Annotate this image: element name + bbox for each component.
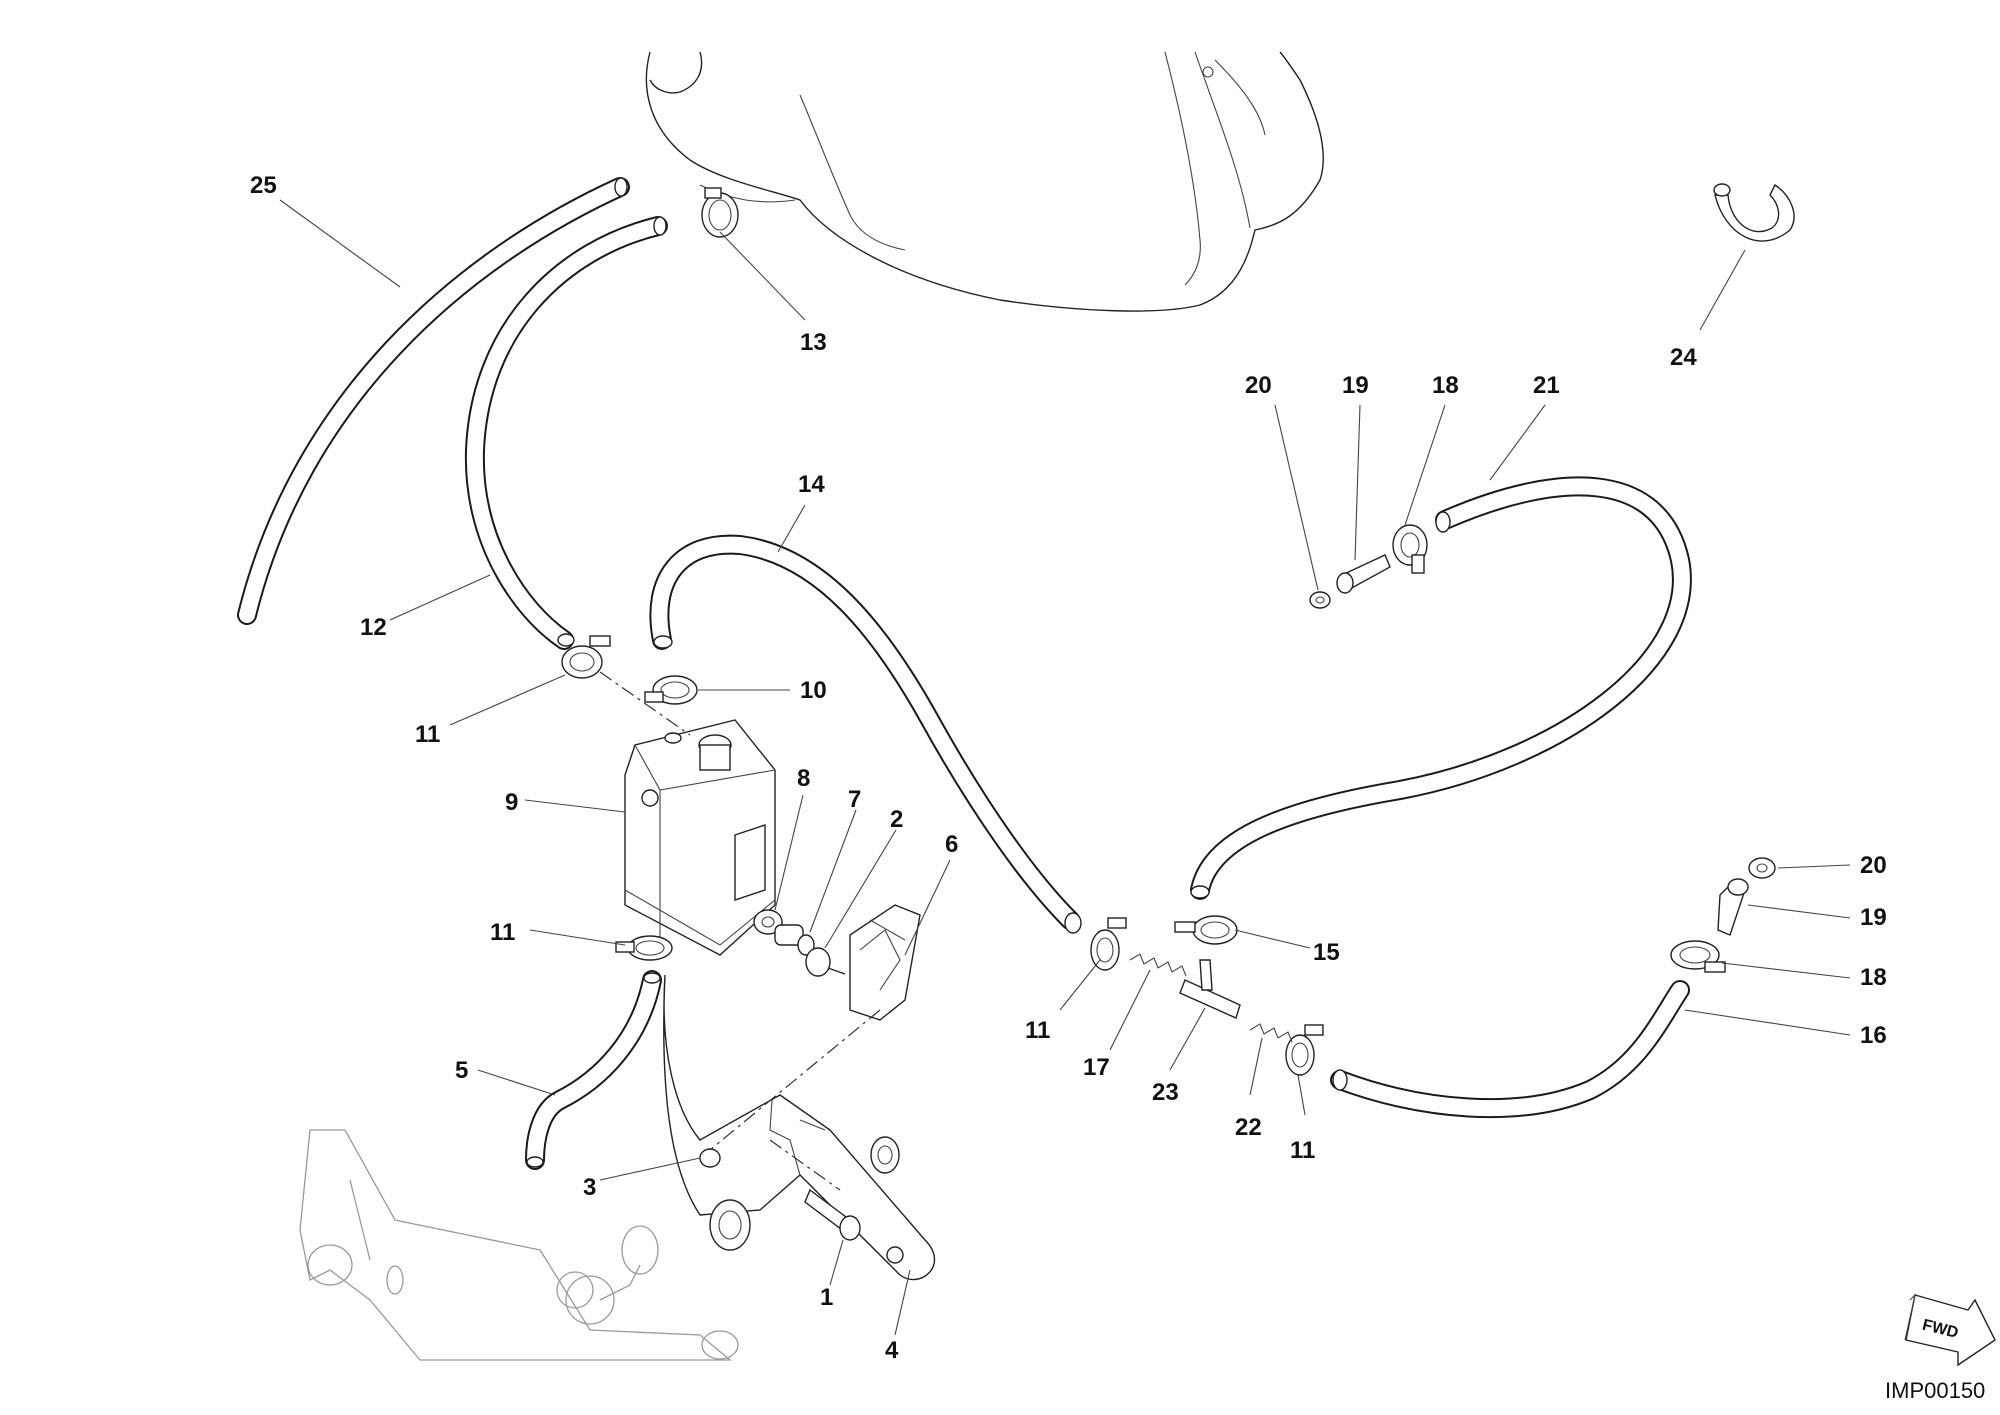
callout-11-a: 11 — [415, 721, 440, 748]
leader-lines — [279, 199, 1851, 1336]
washer-20-top — [1309, 591, 1331, 609]
union-19-top — [1336, 554, 1391, 594]
clamp-15 — [1174, 915, 1238, 945]
assembly-lines — [599, 671, 881, 1191]
hose-25 — [237, 177, 630, 625]
rearset-frame — [299, 1129, 739, 1361]
callout-19-top: 19 — [1342, 372, 1369, 399]
callout-8: 8 — [797, 765, 810, 792]
callout-18-bottom: 18 — [1860, 964, 1887, 991]
spacer-bushing — [709, 1136, 900, 1251]
callout-12: 12 — [360, 614, 387, 641]
fwd-arrow-icon: FWD — [1904, 1293, 1996, 1367]
callout-15: 15 — [1313, 939, 1340, 966]
clamp-10 — [644, 675, 698, 705]
union-19-bottom — [1717, 878, 1749, 936]
callout-21: 21 — [1533, 372, 1560, 399]
clamp-11-mid — [615, 935, 673, 961]
callout-9: 9 — [505, 789, 518, 816]
canister-9 — [624, 719, 776, 956]
fuel-tank-outline — [645, 51, 1324, 312]
bracket-6 — [849, 904, 921, 1021]
callout-11-d: 11 — [1290, 1137, 1315, 1164]
hose-12 — [464, 216, 668, 650]
callout-7: 7 — [848, 786, 861, 813]
clip-24 — [1713, 183, 1795, 242]
hose-21 — [1190, 476, 1692, 900]
callout-20-top: 20 — [1245, 372, 1272, 399]
drawing-code: IMP00150 — [1885, 1378, 1985, 1403]
callout-22: 22 — [1235, 1114, 1262, 1141]
hose-5 — [525, 970, 662, 1170]
callout-labels: 25 13 24 20 19 18 21 14 12 10 11 9 8 7 2… — [250, 172, 1887, 1364]
callout-20-bottom: 20 — [1860, 852, 1887, 879]
callout-13: 13 — [800, 329, 827, 356]
spring-17 — [1129, 953, 1187, 977]
callout-17: 17 — [1083, 1054, 1110, 1081]
callout-3: 3 — [583, 1174, 596, 1201]
grommet-2 — [805, 947, 846, 977]
bracket-4 — [663, 974, 936, 1281]
callout-11-b: 11 — [490, 919, 515, 946]
callout-6: 6 — [945, 831, 958, 858]
callout-2: 2 — [890, 806, 903, 833]
callout-24: 24 — [1670, 344, 1697, 371]
tee-fitting-23 — [1179, 959, 1241, 1019]
clamp-11-right — [1090, 917, 1127, 971]
callout-23: 23 — [1152, 1079, 1179, 1106]
callout-18-top: 18 — [1432, 372, 1459, 399]
clamp-11-bottom — [1285, 1024, 1324, 1076]
callout-10: 10 — [800, 677, 827, 704]
callout-4: 4 — [885, 1337, 899, 1364]
clamp-11-top — [561, 635, 611, 679]
nut-3 — [699, 1148, 721, 1168]
callout-5: 5 — [455, 1057, 468, 1084]
callout-14: 14 — [798, 471, 825, 498]
callout-16: 16 — [1860, 1022, 1887, 1049]
bolt-1 — [804, 1188, 861, 1241]
callout-11-c: 11 — [1025, 1017, 1050, 1044]
washer-20-bottom — [1748, 857, 1776, 879]
fitting-7 — [774, 924, 815, 956]
callout-19-bottom: 19 — [1860, 904, 1887, 931]
callout-1: 1 — [820, 1284, 833, 1311]
callout-25: 25 — [250, 172, 277, 199]
clamp-18-bottom — [1670, 940, 1726, 973]
spring-22 — [1249, 1023, 1293, 1043]
clamp-18-top — [1392, 524, 1428, 574]
hose-14 — [649, 534, 1082, 934]
hose-16 — [1330, 980, 1690, 1119]
clamp-13 — [701, 187, 739, 238]
